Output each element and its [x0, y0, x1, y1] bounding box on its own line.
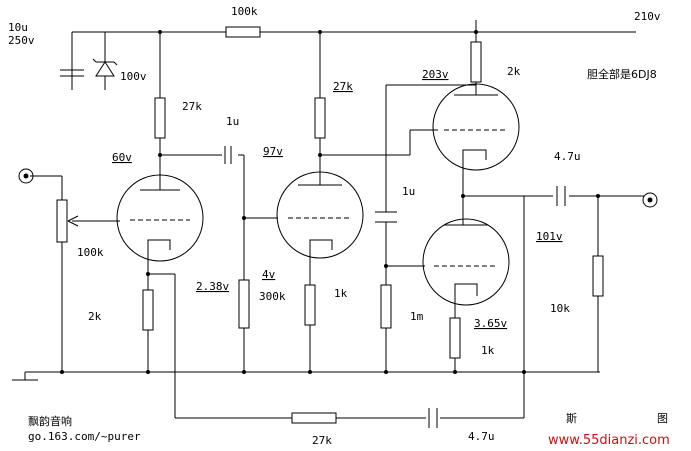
tube-v1 [116, 174, 204, 262]
label-v4-cathode-voltage: 3.65v [474, 317, 507, 330]
title-partial-right: 图 [657, 412, 668, 425]
label-supply-cap-voltage: 250v [8, 34, 35, 47]
title-partial-left: 斯 [566, 412, 577, 425]
resistor-v3-plate [470, 41, 482, 83]
author-url: go.163.com/~purer [28, 430, 141, 443]
resistor-feedback [291, 412, 337, 424]
label-r-feedback: 27k [312, 434, 332, 447]
label-c-out: 4.7u [554, 150, 581, 163]
label-zener: 100v [120, 70, 147, 83]
label-v-out-node: 101v [536, 230, 563, 243]
label-v2-grid-node: 4v [262, 268, 276, 281]
resistor-v2-plate [314, 97, 326, 139]
label-c1: 1u [226, 115, 239, 128]
output-jack [642, 192, 658, 208]
label-r1-cathode: 2k [88, 310, 102, 323]
resistor-v2-cathode [304, 284, 316, 326]
label-r2-plate: 27k [333, 80, 353, 93]
capacitors [60, 69, 566, 428]
resistor-v1-plate [154, 97, 166, 139]
label-v2-plate-voltage: 97v [263, 145, 283, 158]
label-c2: 1u [402, 185, 415, 198]
tube-v3 [432, 83, 520, 171]
watermark: www.55dianzi.com [548, 433, 670, 448]
resistor-series-100k [225, 26, 261, 38]
wires [12, 20, 644, 419]
label-b-plus: 210v [634, 10, 661, 23]
resistor-v1-cathode [142, 289, 154, 331]
label-tube-note: 胆全部是6DJ8 [587, 67, 657, 81]
resistors [56, 26, 604, 424]
label-c-feedback: 4.7u [468, 430, 495, 443]
label-r-series: 100k [231, 5, 258, 18]
resistor-v4-cathode [449, 317, 461, 359]
author-name: 飘韵音响 [28, 414, 72, 428]
tube-v2 [276, 171, 364, 259]
resistor-v2-grid [238, 279, 250, 329]
label-v1-plate: 60v [112, 151, 132, 164]
zener-diode [92, 58, 118, 77]
resistor-output-load [592, 255, 604, 297]
resistor-v4-bias [380, 284, 392, 329]
label-r3-plate: 2k [507, 65, 521, 78]
label-pot: 100k [77, 246, 104, 259]
label-v2-cathode-voltage: 2.38v [196, 280, 229, 293]
label-r4-cathode: 1k [481, 344, 495, 357]
label-v3-plate-voltage: 203v [422, 68, 449, 81]
pot-wiper-arrow [67, 215, 79, 227]
label-r-grid: 300k [259, 290, 286, 303]
input-jack [18, 168, 34, 184]
junction-dots [60, 30, 600, 374]
label-supply-cap: 10u [8, 21, 28, 34]
potentiometer-input [56, 199, 68, 243]
label-r-load: 10k [550, 302, 570, 315]
tube-v4 [422, 218, 510, 306]
label-r1-plate: 27k [182, 100, 202, 113]
label-r2-cathode: 1k [334, 287, 348, 300]
label-r-bias: 1m [410, 310, 424, 323]
